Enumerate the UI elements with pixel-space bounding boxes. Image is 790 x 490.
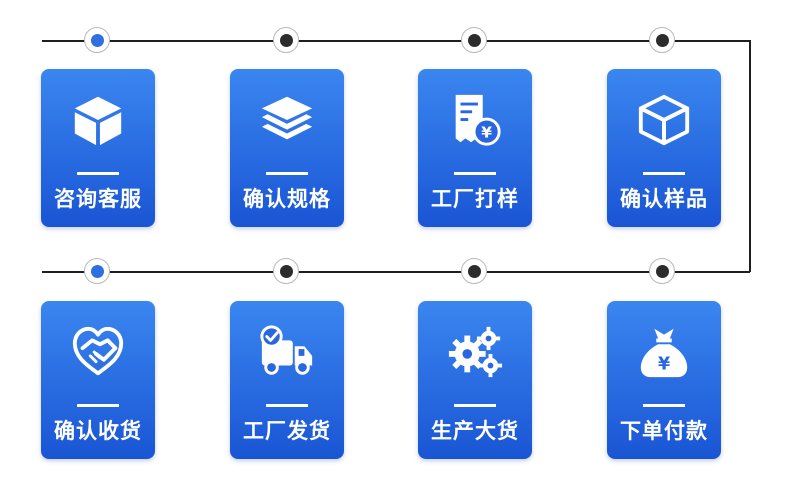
card-divider [77,404,119,407]
step-node-3 [461,27,487,53]
card-divider [77,172,119,175]
step-node-5 [84,258,110,284]
node-dot [467,33,481,47]
node-dot [279,33,293,47]
step-node-6 [273,258,299,284]
step-card-consult: 咨询客服 [41,69,155,227]
step-label: 生产大货 [431,420,519,443]
step-node-2 [273,27,299,53]
node-dot [467,264,481,278]
card-divider [454,172,496,175]
heart-handshake-icon [68,323,128,381]
cube-icon [68,91,128,149]
receipt-yen-icon: ¥ [445,91,505,149]
gears-icon [445,323,505,381]
step-label: 确认收货 [54,420,142,443]
step-card-confirm-receipt: 确认收货 [41,301,155,459]
yen-symbol: ¥ [658,354,670,374]
money-bag-icon: ¥ [634,323,694,381]
step-card-confirm-sample: 确认样品 [607,69,721,227]
card-divider [643,404,685,407]
step-node-8 [649,258,675,284]
node-dot [90,264,104,278]
step-node-4 [649,27,675,53]
step-label: 确认规格 [243,188,331,211]
card-divider [454,404,496,407]
step-label: 咨询客服 [54,188,142,211]
card-divider [266,404,308,407]
card-divider [266,172,308,175]
yen-symbol: ¥ [481,123,492,141]
connector-bottom [42,271,750,273]
step-label: 确认样品 [620,188,708,211]
connector-right [749,40,751,272]
step-card-sampling: ¥ 工厂打样 [418,69,532,227]
node-dot [655,264,669,278]
card-divider [643,172,685,175]
step-card-confirm-spec: 确认规格 [230,69,344,227]
step-node-7 [461,258,487,284]
step-label: 工厂发货 [243,420,331,443]
delivery-truck-icon [257,323,317,381]
step-label: 下单付款 [620,420,708,443]
step-label: 工厂打样 [431,188,519,211]
step-node-1 [84,27,110,53]
box-icon [634,91,694,149]
step-card-shipping: 工厂发货 [230,301,344,459]
node-dot [90,33,104,47]
step-card-production: 生产大货 [418,301,532,459]
layers-icon [257,91,317,149]
step-card-payment: ¥ 下单付款 [607,301,721,459]
node-dot [279,264,293,278]
node-dot [655,33,669,47]
connector-top [42,40,750,42]
